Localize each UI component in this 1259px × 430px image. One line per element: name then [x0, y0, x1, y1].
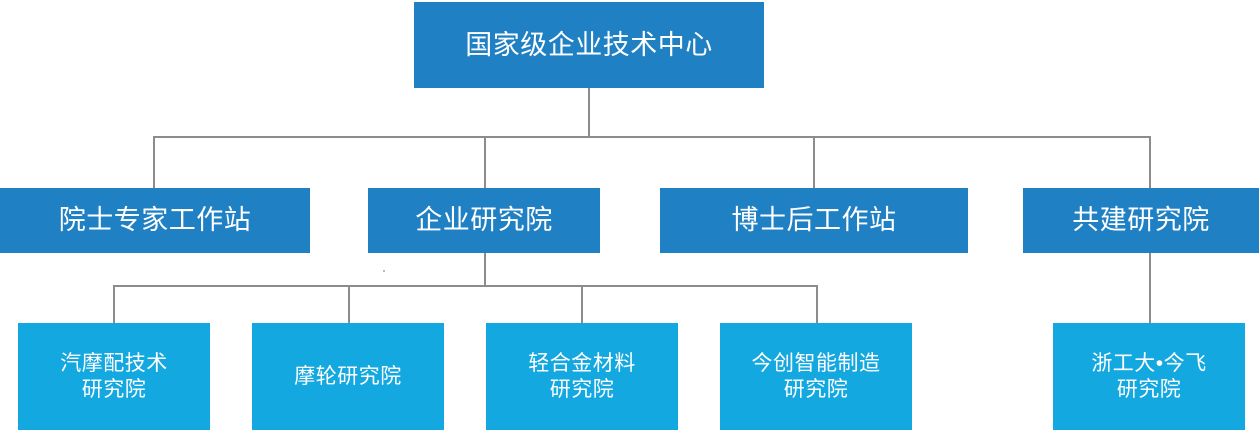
connector-qiye-stem: [484, 253, 486, 285]
connector-level1-bus: [153, 136, 1151, 138]
connector-drop-qiye: [484, 136, 486, 188]
connector-drop-qinghejin: [581, 285, 583, 323]
connector-drop-yuanshi: [153, 136, 155, 188]
org-node-qimopei-jishu-yanjiuyuan[interactable]: 汽摩配技术 研究院: [18, 323, 210, 430]
connector-drop-gongjian: [1149, 136, 1151, 188]
connector-root-stem: [588, 88, 590, 136]
image-speck: [383, 270, 385, 272]
org-node-jinchuang-zhineng-zhizao-yanjiuyuan[interactable]: 今创智能制造 研究院: [720, 323, 912, 430]
org-node-molun-yanjiuyuan[interactable]: 摩轮研究院: [252, 323, 444, 430]
org-node-boshihou-gongzuozhan[interactable]: 博士后工作站: [660, 188, 968, 253]
org-node-zhegongda-jinfei-yanjiuyuan[interactable]: 浙工大•今飞 研究院: [1053, 323, 1245, 430]
connector-drop-qimopei: [113, 285, 115, 323]
org-node-root[interactable]: 国家级企业技术中心: [414, 2, 764, 88]
org-node-yuanshi-zhuanjia-gongzuozhan[interactable]: 院士专家工作站: [0, 188, 310, 253]
org-node-gongjian-yanjiuyuan[interactable]: 共建研究院: [1023, 188, 1259, 253]
connector-drop-boshihou: [813, 136, 815, 188]
org-node-qinghejin-cailiao-yanjiuyuan[interactable]: 轻合金材料 研究院: [486, 323, 678, 430]
connector-level2-bus: [113, 285, 818, 287]
connector-gongjian-stem: [1149, 253, 1151, 323]
connector-drop-jinchuang: [816, 285, 818, 323]
org-node-qiye-yanjiuyuan[interactable]: 企业研究院: [368, 188, 600, 253]
connector-drop-molun: [348, 285, 350, 323]
